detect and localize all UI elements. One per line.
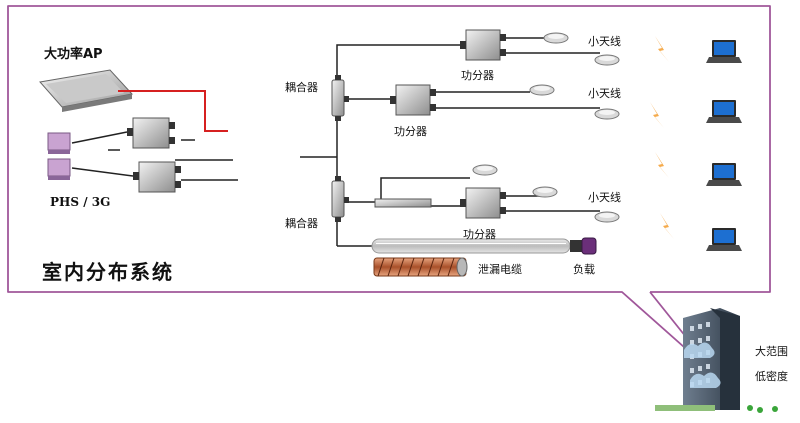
system-title: 室内分布系统 bbox=[42, 260, 174, 284]
splitter-icon bbox=[133, 161, 181, 193]
coupler-label-top: 耦合器 bbox=[285, 81, 318, 94]
splitter-label-middle: 功分器 bbox=[394, 125, 427, 138]
antenna-icon bbox=[594, 211, 620, 223]
splitter-label-bottom: 功分器 bbox=[463, 228, 496, 241]
system-frame bbox=[7, 5, 771, 356]
ap-label: 大功率AP bbox=[44, 47, 103, 62]
building-icon bbox=[655, 308, 778, 413]
laptop-icon bbox=[706, 228, 742, 251]
antenna-icon bbox=[532, 186, 558, 198]
laptop-icon bbox=[706, 163, 742, 186]
splitter-icon bbox=[459, 29, 507, 61]
lightning-icon bbox=[660, 213, 674, 239]
laptop-icon bbox=[706, 40, 742, 63]
load-icon bbox=[570, 237, 597, 255]
splitter-icon bbox=[459, 187, 507, 219]
lightning-icon bbox=[650, 102, 664, 128]
left-cables bbox=[71, 90, 337, 181]
coupler-label-bottom: 耦合器 bbox=[285, 217, 318, 230]
phs-label: PHS / 3G bbox=[50, 195, 111, 209]
leaky-cable-label: 泄漏电缆 bbox=[478, 263, 522, 276]
antenna-icon bbox=[543, 32, 569, 44]
antenna-icon bbox=[529, 84, 555, 96]
coupler-icon bbox=[331, 175, 350, 223]
antenna-icon bbox=[472, 164, 498, 176]
splitter-label-top: 功分器 bbox=[461, 69, 494, 82]
splitter-icon bbox=[389, 84, 437, 116]
lightning-icon bbox=[655, 152, 669, 178]
phs-base-icon bbox=[47, 132, 71, 180]
antenna-icon bbox=[594, 108, 620, 120]
splitter-icon bbox=[374, 198, 432, 208]
splitter-icon bbox=[127, 117, 175, 149]
antenna-label-3: 小天线 bbox=[588, 191, 621, 204]
lightning-icon bbox=[655, 36, 669, 62]
load-label: 负载 bbox=[573, 263, 595, 276]
antenna-label-2: 小天线 bbox=[588, 87, 621, 100]
building-label-line1: 大范围 bbox=[755, 345, 788, 358]
antenna-icon bbox=[594, 54, 620, 66]
antenna-label-1: 小天线 bbox=[588, 35, 621, 48]
ap-device-icon bbox=[39, 69, 133, 112]
coupler-icon bbox=[331, 74, 350, 122]
laptop-icon bbox=[706, 100, 742, 123]
building-label-line2: 低密度 bbox=[755, 370, 788, 383]
leaky-cable-icon bbox=[371, 238, 571, 277]
